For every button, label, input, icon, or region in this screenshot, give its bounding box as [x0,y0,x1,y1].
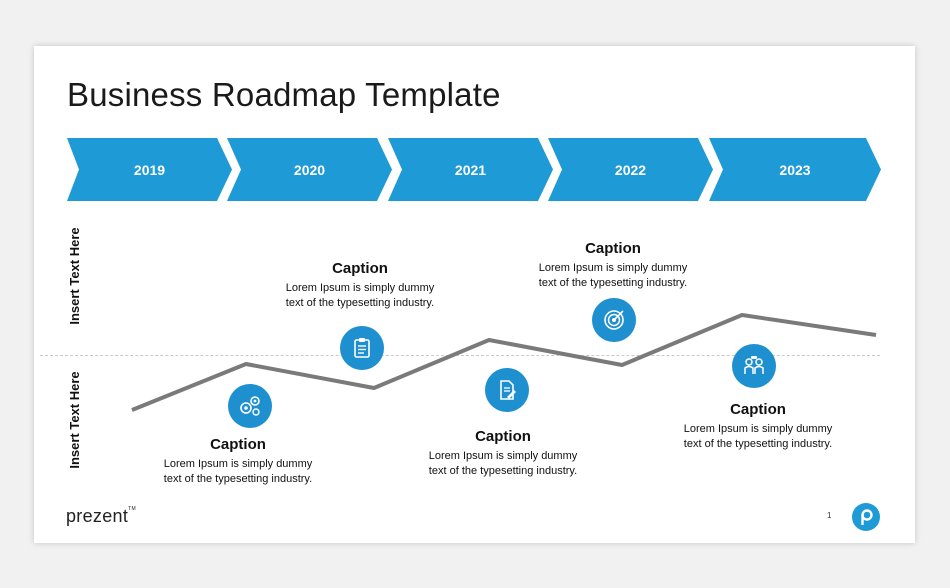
logo-trademark: TM [128,506,136,512]
section-divider [40,355,880,356]
caption-2022: Caption Lorem Ipsum is simply dummy text… [533,240,693,291]
caption-title: Caption [332,260,388,277]
caption-title: Caption [730,401,786,418]
page-title: Business Roadmap Template [67,76,501,113]
caption-line: Lorem Ipsum is simply dummy [285,282,435,294]
gears-icon[interactable] [228,384,272,428]
caption-title: Caption [210,436,266,453]
caption-line: text of the typesetting industry. [428,465,578,477]
caption-2021: Caption Lorem Ipsum is simply dummy text… [423,428,583,479]
prezent-logo: prezentTM [66,506,136,527]
caption-line: text of the typesetting industry. [285,297,435,309]
caption-line: Lorem Ipsum is simply dummy [683,423,833,435]
slide: Business Roadmap Template 2019 2020 2021… [34,46,915,543]
timeline-year-2019[interactable]: 2019 [67,138,232,201]
target-icon[interactable] [592,298,636,342]
page-number: 1 [827,511,832,520]
caption-line: text of the typesetting industry. [163,473,313,485]
caption-line: text of the typesetting industry. [538,277,688,289]
document-edit-icon[interactable] [485,368,529,412]
caption-line: Lorem Ipsum is simply dummy [163,458,313,470]
logo-text: prezent [66,506,129,526]
prezent-p-icon[interactable] [852,503,880,531]
caption-title: Caption [585,240,641,257]
caption-line: Lorem Ipsum is simply dummy [428,450,578,462]
caption-2023: Caption Lorem Ipsum is simply dummy text… [678,401,838,452]
trend-line [131,313,877,412]
caption-title: Caption [475,428,531,445]
caption-2020: Caption Lorem Ipsum is simply dummy text… [280,260,440,311]
caption-2019: Caption Lorem Ipsum is simply dummy text… [158,436,318,487]
team-icon[interactable] [732,344,776,388]
trend-polyline [131,313,877,412]
caption-line: text of the typesetting industry. [683,438,833,450]
clipboard-icon[interactable] [340,326,384,370]
caption-line: Lorem Ipsum is simply dummy [538,262,688,274]
